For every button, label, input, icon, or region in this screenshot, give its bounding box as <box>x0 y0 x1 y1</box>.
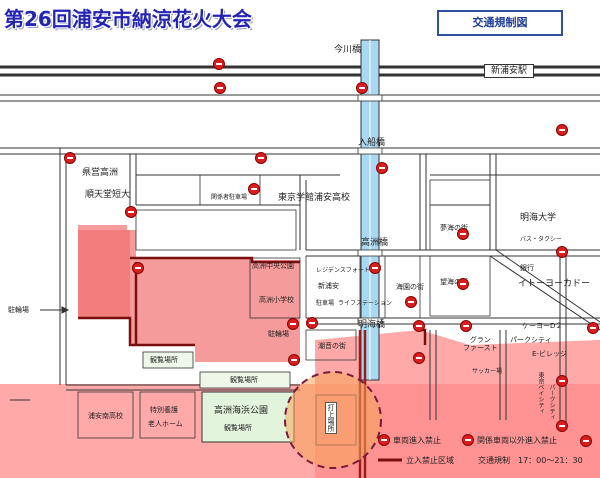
label-special-school: 特別養護 <box>150 406 178 414</box>
no-entry-sign-icon <box>288 354 300 366</box>
label-uchiage: 打上場所 <box>325 402 337 434</box>
no-entry-sign-icon <box>369 262 381 274</box>
label-bus-terminal: バス・タクシー <box>520 236 563 243</box>
legend-schedule: 交通規制 17：00～21：30 <box>478 456 583 465</box>
label-takasu-kaihin: 高洲海浜公園 <box>214 406 269 416</box>
label-lifestation: ライフステーション <box>338 300 392 307</box>
no-entry-sign-icon <box>460 320 472 332</box>
no-entry-sign-icon <box>556 246 568 258</box>
no-entry-sign-icon <box>213 58 225 70</box>
map-type-badge: 交通規制図 <box>437 10 563 36</box>
takasu-kaihin-park-area <box>201 391 295 443</box>
label-iriune-bridge: 入船橋 <box>358 138 386 148</box>
no-entry-sign-icon <box>556 420 568 432</box>
label-kensouen: 県営高洲 <box>82 168 119 178</box>
no-entry-sign-icon <box>132 262 144 274</box>
label-juntendo: 順天堂短大 <box>85 190 131 200</box>
legend-no-entry-zone: 立入禁止区域 <box>406 456 454 465</box>
label-parkcity2: パークシティ <box>548 384 555 420</box>
label-ginko: 銀行 <box>520 264 534 272</box>
no-entry-sign-icon <box>376 162 388 174</box>
label-keiyo-d2: ケーヨーD２ <box>522 322 563 330</box>
legend-no-vehicles-except-icon <box>462 434 474 446</box>
label-tokyo-bay-city: 東京ベイシティ <box>537 372 544 414</box>
no-entry-sign-icon <box>413 320 425 332</box>
label-itoyokado: イトーヨーカドー <box>518 279 591 289</box>
label-kankeisha: 関係者駐車場 <box>211 194 248 201</box>
legend-no-vehicles-icon <box>378 434 390 446</box>
label-grand-first: グラン ファースト <box>463 336 498 352</box>
no-entry-sign-icon <box>248 183 260 195</box>
kanran-area-1 <box>142 351 194 369</box>
no-entry-sign-icon <box>457 228 469 240</box>
label-parking-small: 駐車場 <box>316 300 335 307</box>
label-e-village: E-ビレッジ <box>532 350 567 358</box>
no-entry-sign-icon <box>556 375 568 387</box>
restricted-block-left <box>78 230 130 318</box>
label-takasu-elem: 高洲小学校 <box>259 296 294 304</box>
label-umi-no-machi: 海園の街 <box>396 283 424 291</box>
legend-no-vehicles: 車両進入禁止 <box>393 436 441 445</box>
legend-no-vehicles-except: 関係車両以外進入禁止 <box>477 436 557 445</box>
label-chusha-main: 駐輪場 <box>8 306 29 314</box>
label-shin-urayasu-station: 新浦安駅 <box>484 64 535 78</box>
label-tokyo-gakkan: 東京学館浦安高校 <box>278 193 351 203</box>
no-entry-sign-icon <box>287 318 299 330</box>
label-meikai-bridge: 明海橋 <box>358 320 386 330</box>
no-entry-sign-icon <box>356 82 368 94</box>
label-takasu-chuo-park: 高洲中央公園 <box>252 262 294 270</box>
label-shiune: 潮音の街 <box>318 342 346 350</box>
label-elder-home: 老人ホーム <box>148 420 183 428</box>
label-imagawa-bridge: 今川橋 <box>334 45 362 55</box>
no-entry-sign-icon <box>413 352 425 364</box>
label-meikai-univ: 明海大学 <box>520 213 557 223</box>
page-title: 第26回浦安市納涼花火大会 <box>4 7 252 31</box>
label-parkcity: パークシティ <box>510 336 552 344</box>
label-urayasu-minami: 浦安南高校 <box>88 412 123 420</box>
no-entry-sign-icon <box>580 435 592 447</box>
label-shin-urayasu-small: 新浦安 <box>318 282 339 290</box>
no-entry-sign-icon <box>587 322 599 334</box>
no-entry-sign-icon <box>457 278 469 290</box>
no-entry-sign-icon <box>125 206 137 218</box>
label-restaurant: レジデンスフォート <box>316 267 370 274</box>
label-yumeumi: 夢海の街 <box>440 224 468 232</box>
no-entry-sign-icon <box>214 82 226 94</box>
label-chusha-2: 駐輪場 <box>268 330 289 338</box>
no-entry-sign-icon <box>556 124 568 136</box>
label-takasu-bridge: 高洲橋 <box>361 238 389 248</box>
no-entry-sign-icon <box>405 296 417 308</box>
kanran-area-2 <box>199 371 291 389</box>
label-kanran-2: 観覧場所 <box>230 376 258 384</box>
no-entry-sign-icon <box>64 152 76 164</box>
no-entry-sign-icon <box>306 317 318 329</box>
no-entry-sign-icon <box>255 152 267 164</box>
label-boukai: 望海の街 <box>440 278 468 286</box>
label-kanran-3: 観覧場所 <box>224 424 252 432</box>
label-sakka: サッカー場 <box>472 368 503 375</box>
label-kanran-1: 観覧場所 <box>150 356 178 364</box>
